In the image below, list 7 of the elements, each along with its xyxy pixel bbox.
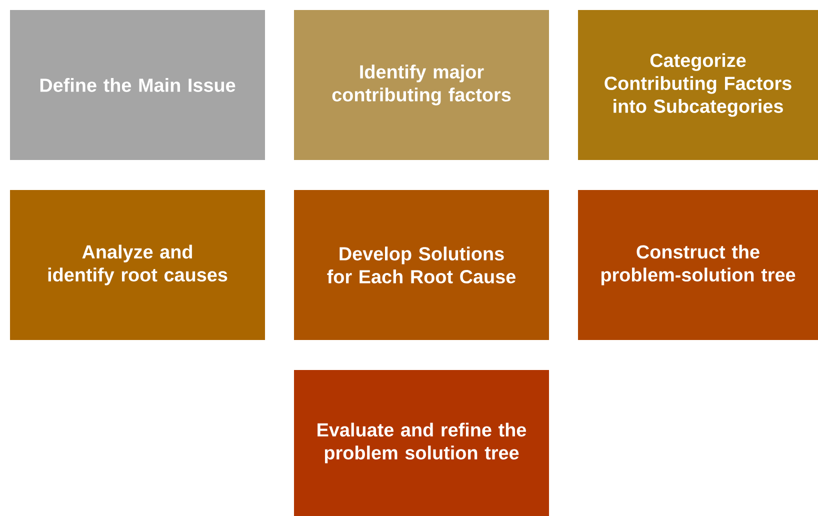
step-box: Identify major contributing factors xyxy=(294,10,549,160)
step-box: Evaluate and refine the problem solution tree xyxy=(294,370,549,516)
step-box: Categorize Contributing Factors into Subcategories xyxy=(578,10,818,160)
step-box: Develop Solutions for Each Root Cause xyxy=(294,190,549,340)
step-box: Analyze and identify root causes xyxy=(10,190,265,340)
step-box: Define the Main Issue xyxy=(10,10,265,160)
step-box: Construct the problem-solution tree xyxy=(578,190,818,340)
